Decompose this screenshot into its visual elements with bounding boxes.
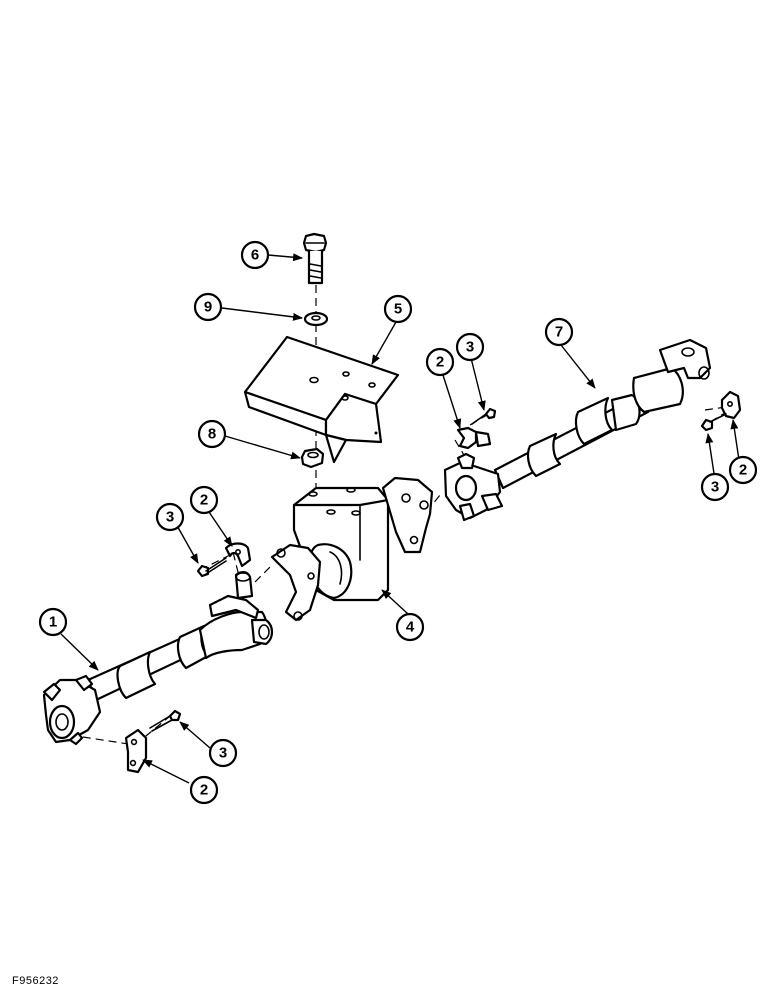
callout-2-far-right: 2 [728, 455, 758, 485]
callout-4: 4 [395, 612, 425, 642]
callout-6: 6 [240, 240, 270, 270]
svg-text:9: 9 [204, 299, 212, 316]
washer-part [303, 311, 329, 327]
svg-text:5: 5 [394, 301, 402, 318]
svg-text:3: 3 [219, 745, 227, 762]
callout-9: 9 [193, 292, 223, 322]
callout-2-lower: 2 [189, 775, 219, 805]
figure-id-label: F956232 [12, 975, 59, 987]
svg-text:3: 3 [466, 339, 474, 356]
clamp-part-upper-right [456, 426, 492, 450]
callout-3-lower: 3 [208, 738, 238, 768]
front-driveshaft-part [42, 571, 274, 746]
callout-8: 8 [197, 419, 227, 449]
svg-text:3: 3 [166, 509, 174, 526]
callout-5: 5 [383, 294, 413, 324]
clamp-part-far-right [720, 390, 742, 420]
screw-part-lower [149, 709, 182, 732]
svg-text:2: 2 [739, 462, 747, 479]
rear-driveshaft-part [443, 338, 712, 522]
svg-text:2: 2 [200, 782, 208, 799]
svg-text:6: 6 [251, 247, 259, 264]
callout-3-upper-right: 3 [455, 332, 485, 362]
callout-leader-lines [60, 253, 740, 784]
svg-text:3: 3 [711, 479, 719, 496]
callout-2-upper-right: 2 [425, 347, 455, 377]
yoke-flange-part [270, 543, 322, 622]
callout-3-left: 3 [155, 502, 185, 532]
mounting-bracket-part [243, 335, 400, 464]
svg-text:1: 1 [49, 614, 57, 631]
callout-7: 7 [544, 317, 574, 347]
svg-text:2: 2 [200, 492, 208, 509]
screw-part-left [196, 557, 227, 578]
nut-part [300, 447, 325, 469]
bolt-part [302, 232, 328, 285]
clamp-part-lower [124, 728, 148, 774]
svg-text:4: 4 [406, 619, 415, 636]
callout-3-far-right: 3 [700, 472, 730, 502]
callout-1: 1 [38, 607, 68, 637]
callout-2-left: 2 [189, 485, 219, 515]
svg-text:7: 7 [555, 324, 563, 341]
clamp-part-left [224, 542, 252, 568]
screw-part-upper-right [471, 407, 497, 425]
svg-text:2: 2 [436, 354, 444, 371]
svg-text:8: 8 [208, 426, 216, 443]
screw-part-far-right [700, 413, 727, 432]
